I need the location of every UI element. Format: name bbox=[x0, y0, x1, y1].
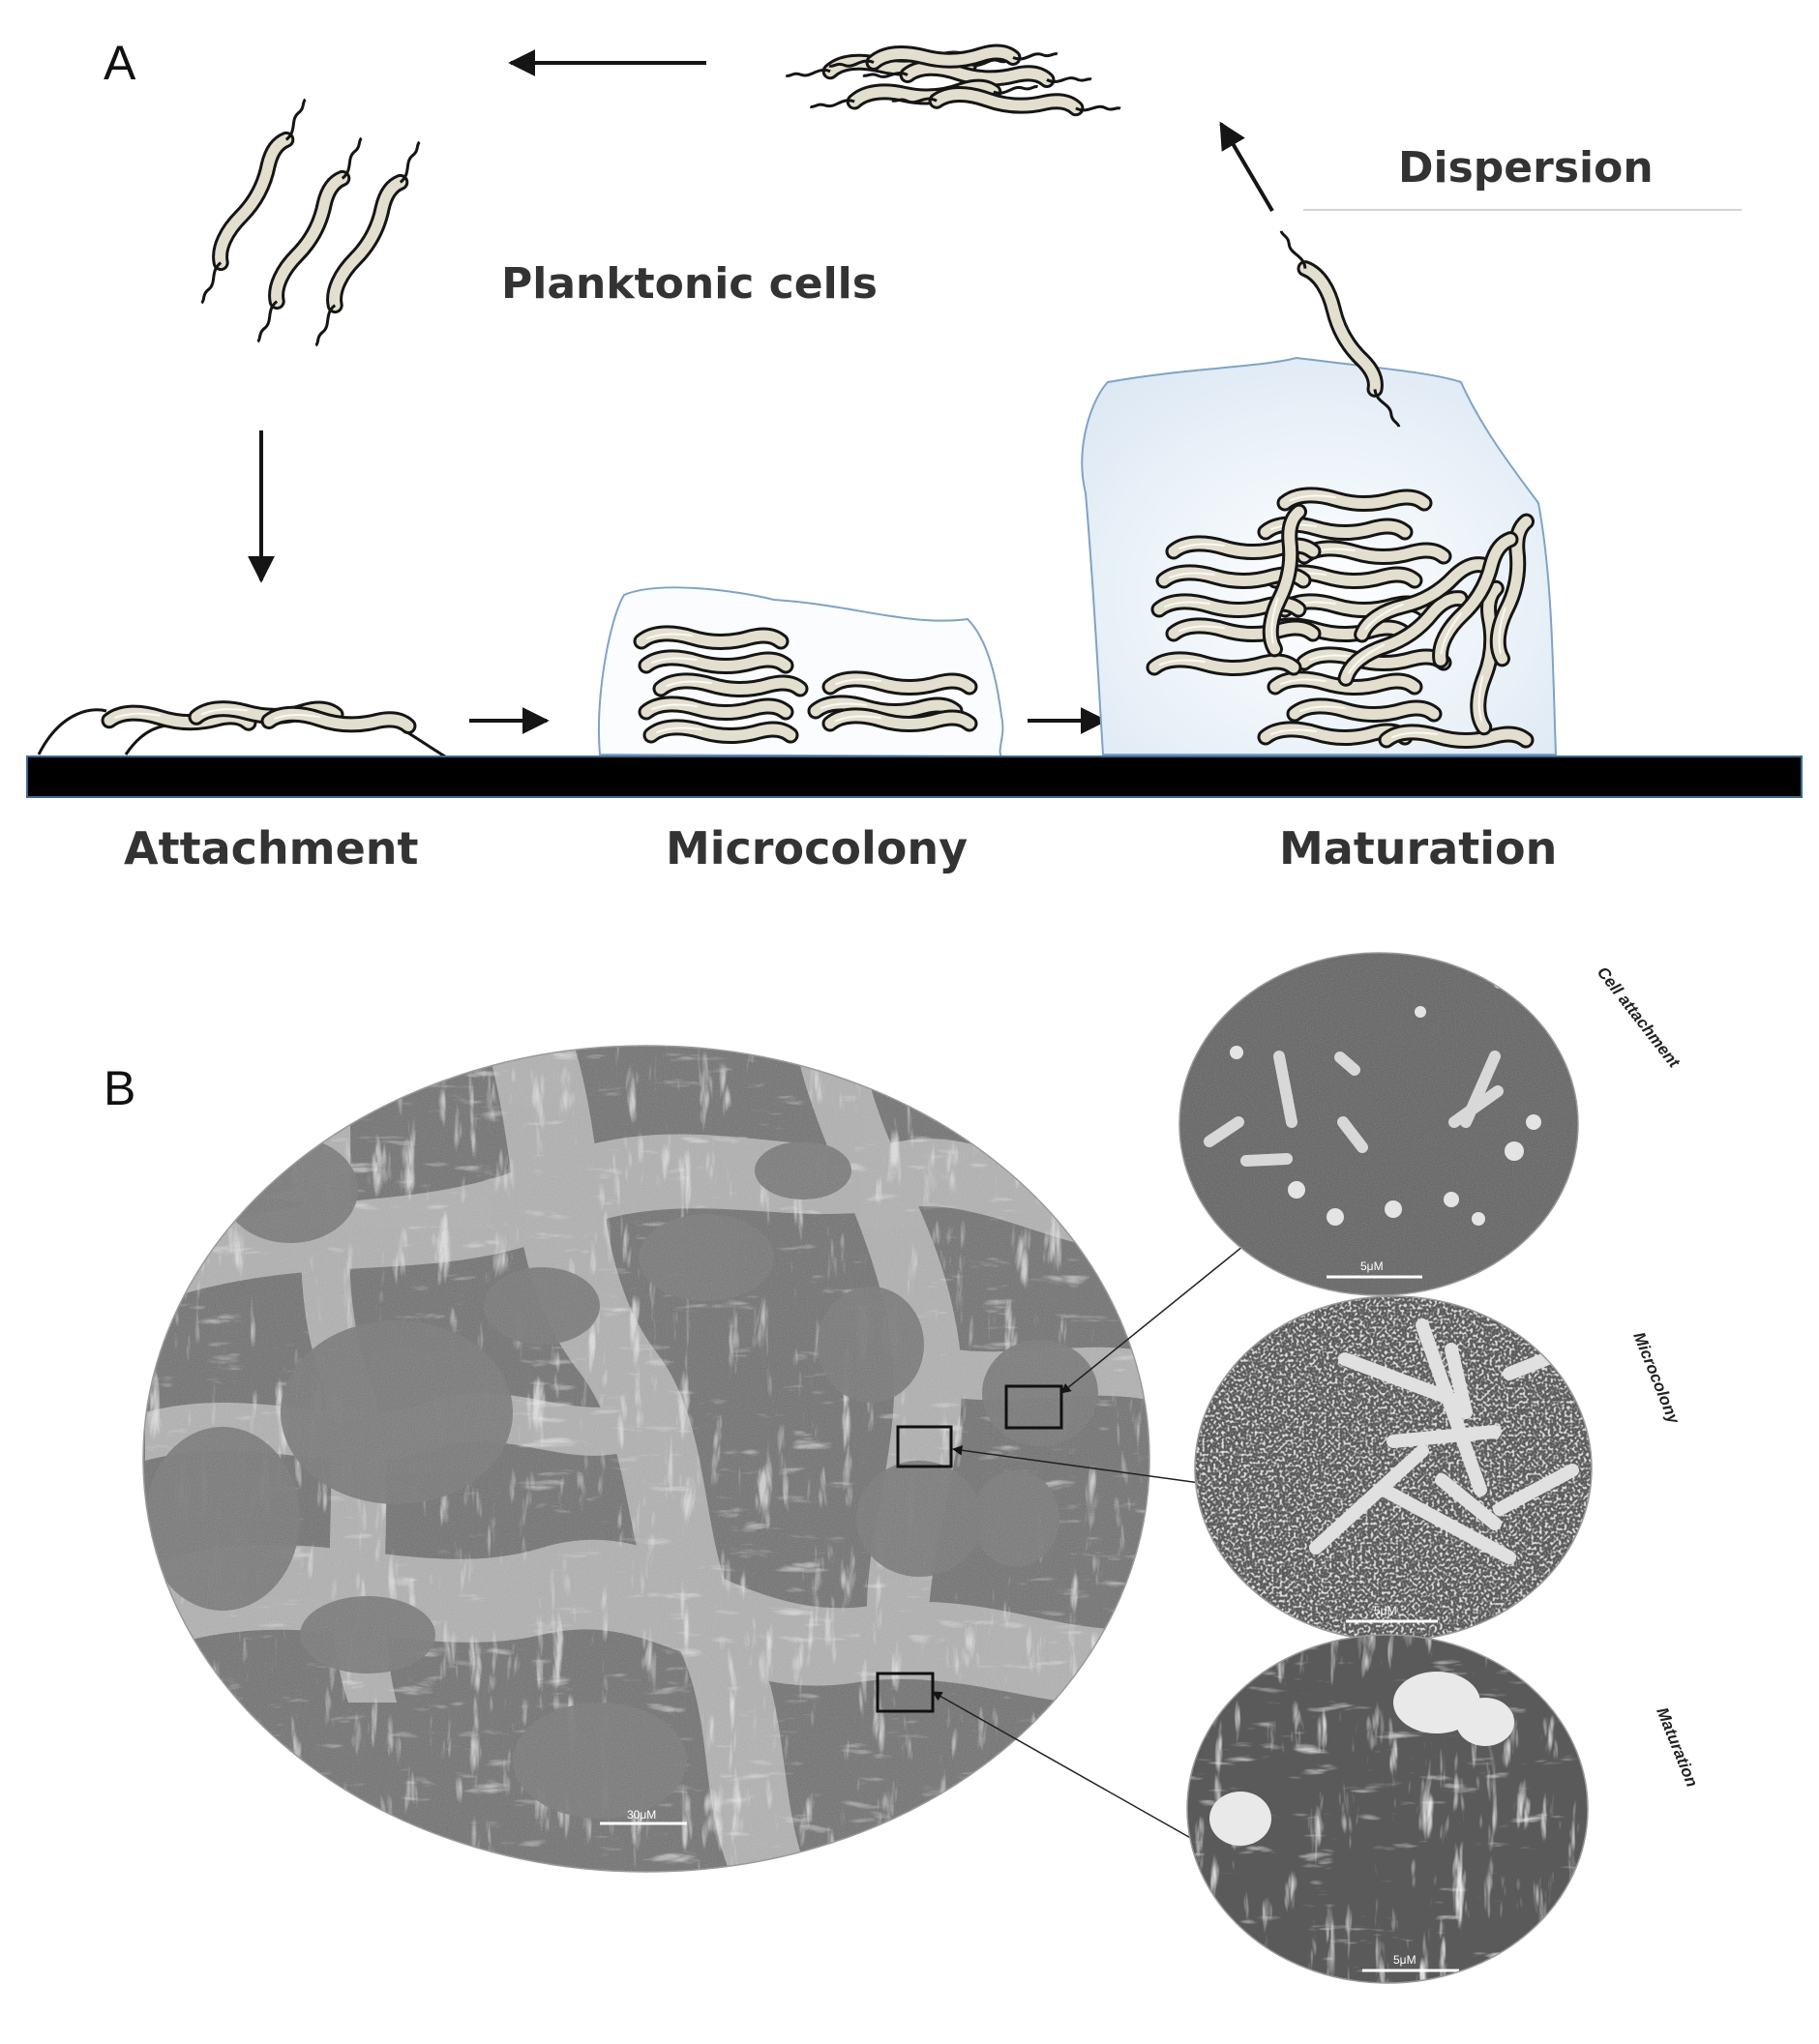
arrow-maturation-to-dispersion bbox=[1219, 121, 1274, 213]
inset-maturation-label: Maturation bbox=[1653, 1704, 1701, 1790]
microcolony-label: Microcolony bbox=[666, 822, 969, 874]
inset-microcolony: 5μM bbox=[1195, 1296, 1592, 1641]
inset-maturation-scale: 5μM bbox=[1393, 1953, 1416, 1967]
roi-box-attachment bbox=[1004, 1384, 1063, 1430]
biofilm-life-cycle-diagram bbox=[26, 0, 1803, 798]
dispersed-cells-group bbox=[786, 48, 1121, 113]
sem-micrographs: 30μM bbox=[142, 952, 1701, 1984]
connector-attachment bbox=[1060, 1241, 1249, 1394]
roi-box-microcolony bbox=[896, 1425, 953, 1468]
panel-a-letter: A bbox=[104, 36, 136, 90]
dispersion-label: Dispersion bbox=[1398, 143, 1654, 193]
inset-microcolony-scale: 5μM bbox=[1374, 1604, 1397, 1617]
inset-cell-attachment: 5μM bbox=[1179, 953, 1578, 1295]
connector-microcolony bbox=[951, 1445, 1222, 1487]
sem-overview: 30μM bbox=[143, 1046, 1149, 1872]
attachment-cells-group bbox=[37, 707, 446, 758]
inset-attachment-scale: 5μM bbox=[1360, 1259, 1384, 1273]
maturation-label: Maturation bbox=[1279, 822, 1558, 874]
inset-microcolony-label: Microcolony bbox=[1629, 1329, 1684, 1427]
attachment-label: Attachment bbox=[124, 822, 419, 874]
substrate-bar bbox=[26, 755, 1803, 798]
panel-b-letter: B bbox=[104, 1061, 136, 1115]
planktonic-cells-label: Planktonic cells bbox=[501, 259, 878, 309]
planktonic-cells-group bbox=[193, 97, 423, 346]
inset-maturation: 5μM bbox=[1187, 1635, 1588, 1983]
main-scale-label: 30μM bbox=[627, 1808, 656, 1822]
inset-attachment-label: Cell attachment bbox=[1594, 963, 1685, 1073]
connector-maturation bbox=[932, 1691, 1195, 1841]
